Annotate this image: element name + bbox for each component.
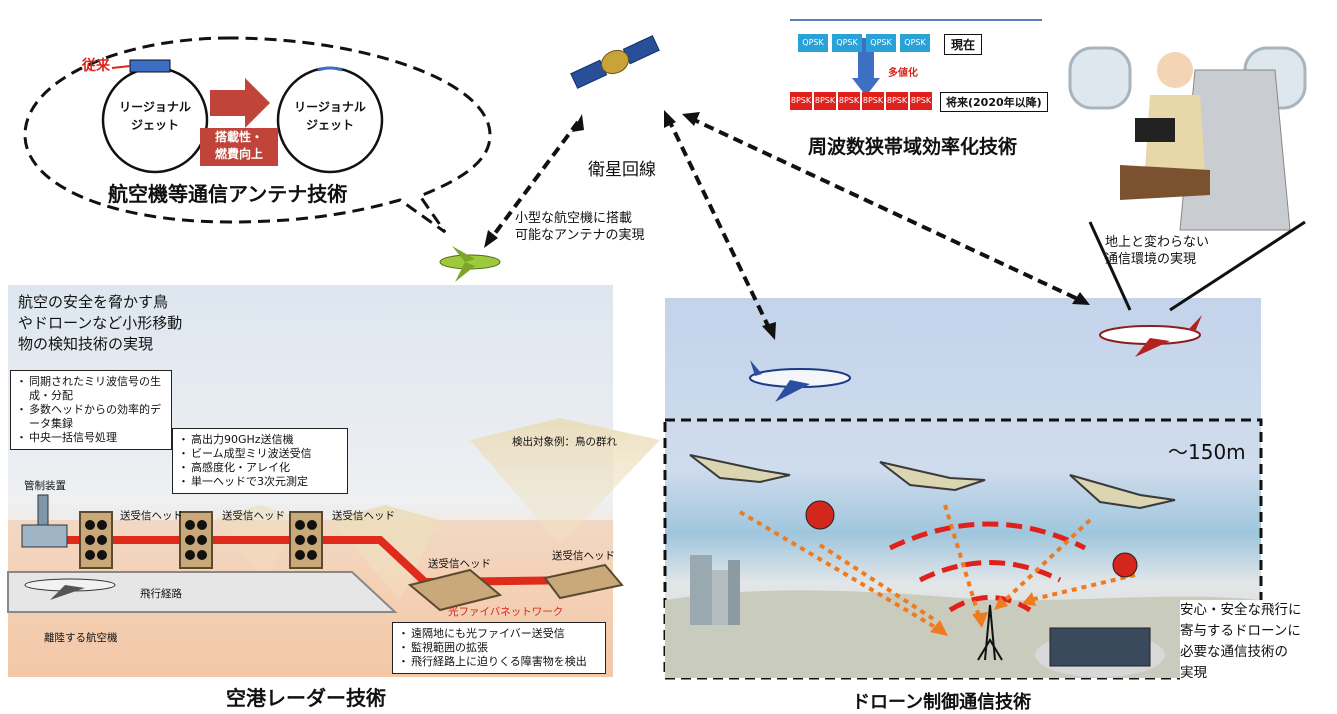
head-label-5: 送受信ヘッド	[552, 550, 615, 562]
control-equipment-label: 管制装置	[24, 480, 66, 492]
current-label: 現在	[944, 34, 983, 55]
8psk-chip: 8PSK	[790, 92, 812, 110]
radar-head-2	[179, 511, 213, 569]
radar-box-fiber: 遠隔地にも光ファイバー送受信 監視範囲の拡張 飛行経路上に迫りくる障害物を検出	[392, 622, 606, 674]
future-label: 将来(2020年以降)	[940, 92, 1048, 112]
uav-2	[879, 461, 986, 492]
arrow-sat-drone-plane	[666, 117, 772, 331]
head-label-2: 送受信ヘッド	[222, 510, 285, 522]
radar-box-signal: 同期されたミリ波信号の生成・分配 多数ヘッドからの効率的データ集録 中央一括信号…	[10, 370, 172, 450]
radar-head-3	[289, 511, 323, 569]
8psk-chip: 8PSK	[910, 92, 932, 110]
fiber-line	[62, 536, 586, 587]
fiber-network-label: 光ファイバネットワーク	[448, 606, 564, 618]
satellite-line-label: 衛星回線	[588, 160, 656, 180]
flight-path-label: 飛行経路	[140, 588, 182, 600]
drone-airliner-blue	[749, 360, 851, 402]
multicopter-2	[1112, 552, 1138, 578]
uav-1	[689, 454, 791, 484]
8psk-chip: 8PSK	[862, 92, 884, 110]
arrow-sat-passenger	[689, 116, 1081, 302]
uav-3	[1069, 474, 1176, 510]
radar-head-1	[79, 511, 113, 569]
8psk-chip: 8PSK	[838, 92, 860, 110]
altitude-label: ～150m	[1168, 440, 1246, 464]
control-tower	[21, 494, 68, 548]
departing-aircraft-label: 離陸する航空機	[44, 632, 118, 644]
regional-jet-right: リージョナルジェット	[294, 100, 366, 132]
radar-box-head: 高出力90GHz送信機 ビーム成型ミリ波送受信 高感度化・アレイ化 単一ヘッドで…	[172, 428, 348, 494]
antenna-tech-title: 航空機等通信アンテナ技術	[108, 182, 348, 206]
legacy-label: 従来	[82, 58, 110, 74]
head-label-3: 送受信ヘッド	[332, 510, 395, 522]
qpsk-chip: QPSK	[900, 34, 930, 52]
satellite-graphic	[570, 35, 660, 89]
departing-airliner	[24, 578, 116, 600]
qpsk-chip: QPSK	[832, 34, 862, 52]
8psk-chip: 8PSK	[886, 92, 908, 110]
detection-target-label: 検出対象例：鳥の群れ	[512, 436, 617, 448]
drone-caption: 安心・安全な飛行に寄与するドローンに必要な通信技術の実現	[1180, 600, 1302, 684]
small-plane	[439, 246, 501, 282]
antenna-illustration	[101, 59, 384, 174]
regional-jet-left: リージョナルジェット	[119, 100, 191, 132]
radar-intro: 航空の安全を脅かす鳥やドローンなど小形移動物の検知技術の実現	[18, 293, 183, 353]
qpsk-chip: QPSK	[798, 34, 828, 52]
head-label-1: 送受信ヘッド	[120, 510, 183, 522]
small-aircraft-caption: 小型な航空機に搭載可能なアンテナの実現	[515, 211, 645, 243]
radar-head-5	[543, 563, 624, 600]
monitor-bank	[1035, 627, 1165, 677]
radar-head-4	[407, 568, 503, 612]
freq-tech-title: 周波数狭帯域効率化技術	[808, 136, 1018, 158]
head-label-4: 送受信ヘッド	[428, 558, 491, 570]
multi-level-label: 多値化	[888, 68, 918, 79]
drone-airliner-red	[1099, 315, 1202, 357]
ground-tower	[977, 604, 1003, 661]
multicopter-1	[805, 500, 835, 530]
passenger-illustration	[1068, 46, 1307, 231]
improvement-label: 搭載性・燃費向上	[214, 130, 263, 161]
passenger-caption: 地上と変わらない通信環境の実現	[1105, 235, 1210, 267]
arrow-sat-small-plane	[488, 120, 580, 242]
qpsk-chip: QPSK	[866, 34, 896, 52]
drone-tech-title: ドローン制御通信技術	[852, 692, 1032, 713]
8psk-chip: 8PSK	[814, 92, 836, 110]
radar-tech-title: 空港レーダー技術	[226, 686, 386, 710]
